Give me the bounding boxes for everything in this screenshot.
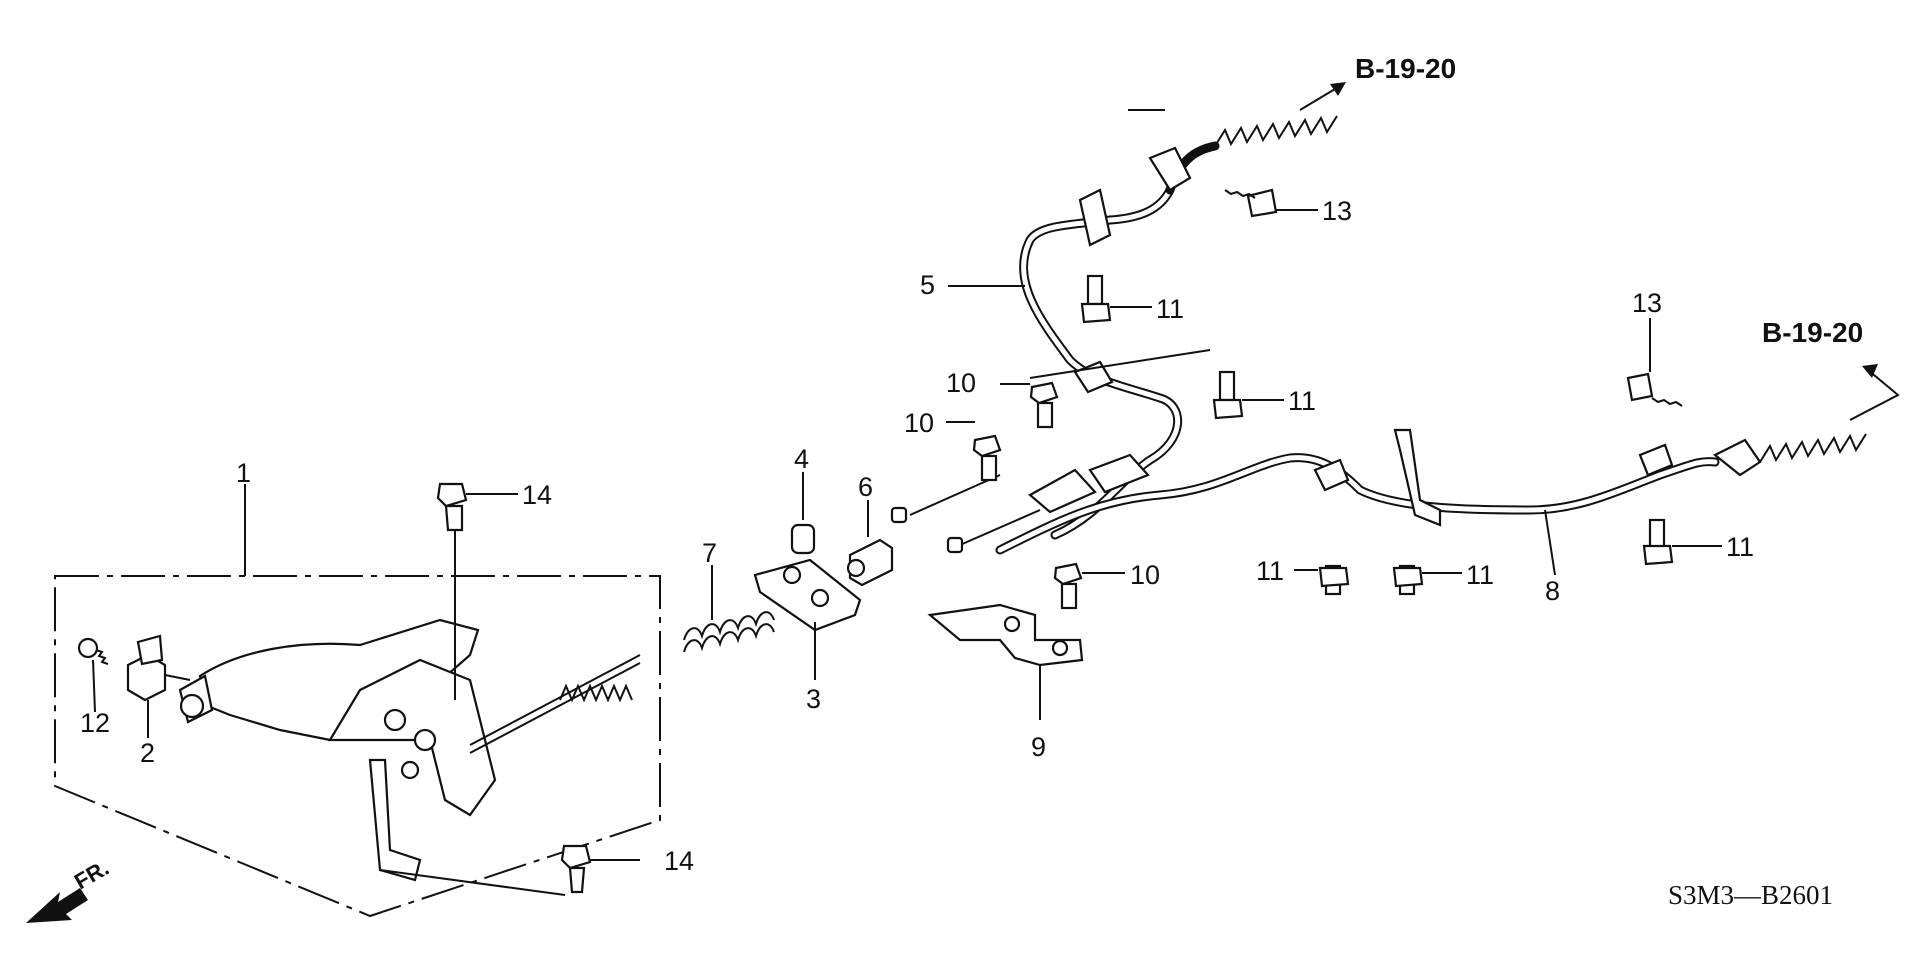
- label-11-b: 11: [1288, 386, 1316, 416]
- bolt-11-c: [1294, 564, 1350, 596]
- label-12: 12: [80, 708, 110, 738]
- label-14-b: 14: [664, 846, 694, 876]
- label-6: 6: [858, 472, 873, 502]
- bolt-10-c: [1053, 562, 1125, 610]
- reference-arrow-right: [1849, 364, 1900, 421]
- adjuster-6: [846, 500, 894, 587]
- bolt-11-b: [1212, 370, 1284, 420]
- diagram-code: S3M3—B2601: [1668, 880, 1833, 910]
- assembly-1-outline: [54, 484, 661, 918]
- label-4: 4: [794, 444, 809, 474]
- bolt-14-upper: [436, 482, 518, 700]
- cable-8: [995, 428, 1867, 576]
- front-marker-label: FR.: [70, 855, 113, 894]
- cable-end-rods: [890, 453, 1150, 554]
- front-direction-arrow: [26, 888, 88, 923]
- label-11-c: 11: [1256, 556, 1284, 586]
- label-13-b: 13: [1632, 288, 1662, 318]
- label-7: 7: [702, 538, 717, 568]
- bolt-11-a: [1080, 274, 1152, 324]
- bolt-11-d: [1392, 564, 1462, 596]
- equalizer-3: [753, 558, 862, 680]
- bolt-13-right: [1626, 318, 1683, 407]
- bolt-10-b: [1000, 381, 1059, 429]
- bolt-13-upper: [1224, 188, 1318, 218]
- cable-5: [948, 109, 1338, 540]
- label-10-a: 10: [946, 368, 976, 398]
- spring-7: [683, 565, 775, 653]
- label-2: 2: [140, 738, 155, 768]
- reference-arrow-upper: [1299, 82, 1346, 111]
- handbrake-lever: [178, 618, 641, 896]
- nut-4: [790, 472, 816, 555]
- label-10-c: 10: [1130, 560, 1160, 590]
- label-11-d: 11: [1466, 560, 1494, 590]
- part-labels: 1 2 3 4 5 6 7 8 9 10 10 10 11 11 11 11 1…: [80, 196, 1754, 876]
- label-11-e: 11: [1726, 532, 1754, 562]
- label-10-b: 10: [904, 408, 934, 438]
- bolt-10-a: [946, 421, 1002, 482]
- label-9: 9: [1031, 732, 1046, 762]
- label-5: 5: [920, 270, 935, 300]
- label-8: 8: [1545, 576, 1560, 606]
- label-13-a: 13: [1322, 196, 1352, 226]
- reference-upper[interactable]: B-19-20: [1355, 53, 1456, 84]
- label-3: 3: [806, 684, 821, 714]
- bolt-14-lower: [560, 844, 640, 894]
- screw-12: [77, 637, 109, 713]
- bolt-11-e: [1642, 518, 1722, 566]
- bracket-9: [927, 603, 1084, 720]
- reference-right[interactable]: B-19-20: [1762, 317, 1863, 348]
- label-11-a: 11: [1156, 294, 1184, 324]
- brake-switch: [126, 634, 191, 738]
- label-14-a: 14: [522, 480, 552, 510]
- label-1: 1: [236, 458, 251, 488]
